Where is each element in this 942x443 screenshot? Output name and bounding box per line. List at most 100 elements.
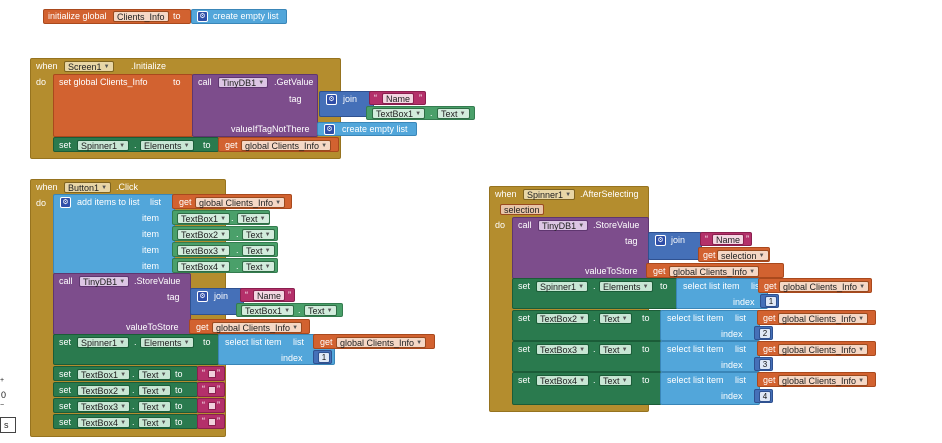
- gear-icon[interactable]: ⚙: [655, 235, 666, 246]
- tinydb-dropdown[interactable]: TinyDB1▼: [79, 276, 130, 287]
- gear-icon[interactable]: ⚙: [326, 94, 337, 105]
- tinydb-getvalue-block[interactable]: call TinyDB1▼ .GetValue tag valueIfTagNo…: [192, 74, 318, 137]
- select-list-item-block[interactable]: select list item list index: [660, 310, 760, 341]
- textbox-dropdown[interactable]: TextBox4▼: [177, 261, 231, 272]
- text-string-block[interactable]: “ Name ”: [369, 91, 426, 105]
- empty-string[interactable]: “”: [202, 416, 220, 426]
- global-var-dropdown[interactable]: global Clients_Info▼: [195, 197, 286, 208]
- text-string-block[interactable]: “ Name ”: [700, 232, 752, 246]
- number-block[interactable]: 1: [760, 294, 779, 308]
- tinydb-storevalue-block[interactable]: call TinyDB1▼ .StoreValue tag valueToSto…: [512, 217, 649, 279]
- component-dropdown[interactable]: Spinner1▼: [536, 281, 589, 292]
- zoom-plus-icon[interactable]: +: [0, 377, 5, 384]
- number-block[interactable]: 4: [754, 389, 773, 403]
- empty-string[interactable]: “”: [202, 368, 220, 378]
- tinydb-storevalue-block[interactable]: call TinyDB1▼ .StoreValue tag valueToSto…: [53, 273, 191, 335]
- get-global-block[interactable]: get global Clients_Info▼: [757, 310, 876, 325]
- elements-property-dropdown[interactable]: Elements▼: [140, 140, 194, 151]
- elements-property-dropdown[interactable]: Elements▼: [140, 337, 194, 348]
- selection-param[interactable]: selection: [500, 204, 544, 215]
- screen-component-dropdown[interactable]: Screen1▼: [64, 61, 114, 72]
- selection-dropdown[interactable]: selection▼: [717, 250, 769, 261]
- textbox-dropdown[interactable]: TextBox3▼: [177, 245, 231, 256]
- spinner-dropdown[interactable]: Spinner1▼: [77, 140, 130, 151]
- get-global-block[interactable]: get global Clients_Info▼: [646, 263, 784, 278]
- textbox-text-getter[interactable]: TextBox4▼ . Text▼: [172, 258, 278, 273]
- set-textbox-text-block[interactable]: set TextBox3▼ . Text▼ to: [53, 398, 198, 413]
- global-var-name[interactable]: Clients_Info: [113, 11, 169, 22]
- empty-string[interactable]: “”: [202, 384, 220, 394]
- text-property-dropdown[interactable]: Text▼: [138, 417, 171, 428]
- textbox-text-getter[interactable]: TextBox3▼ . Text▼: [172, 242, 278, 257]
- global-var-dropdown[interactable]: global Clients_Info▼: [336, 337, 427, 348]
- component-dropdown[interactable]: TextBox4▼: [536, 375, 590, 386]
- global-var-dropdown[interactable]: global Clients_Info▼: [778, 313, 869, 324]
- create-empty-list-block[interactable]: ⚙ create empty list: [317, 122, 417, 136]
- global-var-dropdown[interactable]: global Clients_Info▼: [779, 281, 870, 292]
- textbox-dropdown[interactable]: TextBox1▼: [241, 305, 295, 316]
- textbox-text-getter[interactable]: TextBox1▼ . Text▼: [172, 210, 270, 225]
- text-string-block[interactable]: “ Name ”: [240, 288, 295, 302]
- gear-icon[interactable]: ⚙: [197, 291, 208, 302]
- property-dropdown[interactable]: Text▼: [599, 313, 632, 324]
- join-block[interactable]: ⚙ join: [190, 288, 244, 315]
- index-number[interactable]: 1: [765, 296, 777, 307]
- get-global-block[interactable]: get global Clients_Info▼: [757, 372, 876, 387]
- tinydb-dropdown[interactable]: TinyDB1▼: [218, 77, 269, 88]
- textbox-dropdown[interactable]: TextBox4▼: [77, 417, 131, 428]
- set-textbox-text-block[interactable]: set TextBox4▼ . Text▼ to: [512, 372, 662, 405]
- create-empty-list-block[interactable]: ⚙ create empty list: [191, 9, 287, 24]
- textbox-text-getter[interactable]: TextBox1▼ . Text▼: [366, 106, 475, 120]
- property-dropdown[interactable]: Text▼: [599, 344, 632, 355]
- empty-string-block[interactable]: “”: [197, 382, 225, 397]
- set-textbox-text-block[interactable]: set TextBox3▼ . Text▼ to: [512, 341, 662, 372]
- textbox-dropdown[interactable]: TextBox1▼: [177, 213, 231, 224]
- string-value[interactable]: Name: [382, 93, 415, 104]
- get-global-block[interactable]: get global Clients_Info▼: [189, 319, 310, 334]
- text-property-dropdown[interactable]: Text▼: [138, 401, 171, 412]
- text-property-dropdown[interactable]: Text▼: [242, 229, 275, 240]
- textbox-dropdown[interactable]: TextBox1▼: [372, 108, 426, 119]
- get-global-block[interactable]: get global Clients_Info▼: [172, 194, 292, 209]
- select-list-item-block[interactable]: select list item list index: [660, 372, 760, 405]
- component-dropdown[interactable]: TextBox2▼: [536, 313, 590, 324]
- set-spinner-elements-block[interactable]: set Spinner1▼ . Elements▼ to: [512, 278, 678, 309]
- global-var-dropdown[interactable]: global Clients_Info▼: [241, 140, 332, 151]
- index-number[interactable]: 3: [759, 359, 771, 370]
- zoom-minus-icon[interactable]: −: [0, 402, 5, 409]
- text-property-dropdown[interactable]: Text▼: [138, 369, 171, 380]
- get-global-block[interactable]: get global Clients_Info▼: [218, 137, 339, 152]
- join-block[interactable]: ⚙ join: [648, 232, 702, 260]
- index-number[interactable]: 2: [759, 328, 771, 339]
- global-var-dropdown[interactable]: global Clients_Info▼: [778, 344, 869, 355]
- gear-icon[interactable]: ⚙: [197, 11, 208, 22]
- property-dropdown[interactable]: Elements▼: [599, 281, 653, 292]
- spinner-component-dropdown[interactable]: Spinner1▼: [523, 189, 576, 200]
- text-property-dropdown[interactable]: Text▼: [242, 261, 275, 272]
- global-var-dropdown[interactable]: global Clients_Info▼: [669, 266, 760, 277]
- text-property-dropdown[interactable]: Text▼: [242, 245, 275, 256]
- textbox-text-getter[interactable]: TextBox1▼ . Text▼: [236, 303, 343, 317]
- string-value[interactable]: Name: [712, 234, 745, 245]
- number-block[interactable]: 1: [313, 350, 332, 364]
- textbox-dropdown[interactable]: TextBox2▼: [177, 229, 231, 240]
- set-textbox-text-block[interactable]: set TextBox2▼ . Text▼ to: [53, 382, 198, 397]
- global-var-dropdown[interactable]: global Clients_Info▼: [212, 322, 303, 333]
- initialize-global-block[interactable]: initialize global Clients_Info to: [43, 9, 191, 24]
- index-number[interactable]: 1: [318, 352, 330, 363]
- string-value[interactable]: Name: [253, 290, 286, 301]
- empty-string-block[interactable]: “”: [197, 414, 225, 429]
- gear-icon[interactable]: ⚙: [60, 197, 71, 208]
- component-dropdown[interactable]: TextBox3▼: [536, 344, 590, 355]
- textbox-dropdown[interactable]: TextBox2▼: [77, 385, 131, 396]
- set-spinner-elements-block[interactable]: set Spinner1▼ . Elements▼ to: [53, 334, 219, 365]
- empty-string[interactable]: “”: [202, 400, 220, 410]
- set-textbox-text-block[interactable]: set TextBox4▼ . Text▼ to: [53, 414, 198, 429]
- empty-string-block[interactable]: “”: [197, 398, 225, 413]
- tinydb-dropdown[interactable]: TinyDB1▼: [538, 220, 589, 231]
- add-items-to-list-block[interactable]: ⚙ add items to list list item item item …: [53, 194, 175, 274]
- get-global-block[interactable]: get global Clients_Info▼: [758, 278, 872, 293]
- set-textbox-text-block[interactable]: set TextBox1▼ . Text▼ to: [53, 366, 198, 381]
- number-block[interactable]: 3: [754, 357, 773, 371]
- textbox-dropdown[interactable]: TextBox3▼: [77, 401, 131, 412]
